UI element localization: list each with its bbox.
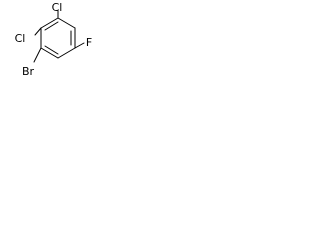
bond-c2-c3 [57, 17, 76, 29]
bond-c5-c6-inner [44, 45, 59, 55]
bond-c4-c5 [57, 47, 76, 59]
bond-c6-br [33, 47, 42, 63]
bond-c5-c6 [40, 47, 59, 59]
bond-c1-c2-inner [44, 21, 59, 31]
atom-label-br: Br [22, 65, 35, 78]
atom-label-f: F [86, 36, 92, 49]
molecule-structure: Cl Cl F Br [15, 1, 93, 78]
atom-labels: Cl Cl F Br [15, 1, 93, 78]
substituent-bonds [33, 10, 85, 63]
atom-label-cl-left: Cl [15, 32, 26, 45]
bond-c1-cl-left [34, 27, 42, 36]
bond-c1-c2 [40, 17, 59, 29]
molecule-canvas: Cl Cl F Br [0, 0, 98, 82]
ring-bonds [40, 17, 76, 59]
atom-label-cl-top: Cl [52, 1, 63, 14]
bond-c4-f [74, 42, 85, 49]
